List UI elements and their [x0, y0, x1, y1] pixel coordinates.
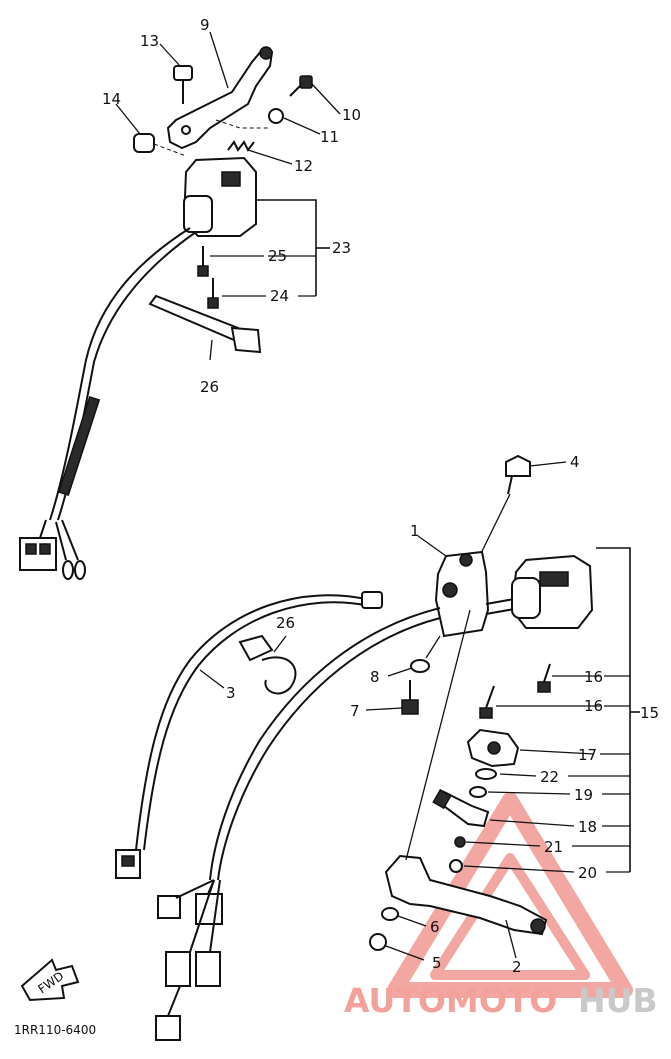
callout-7: 7 [350, 702, 360, 720]
part-2-clutch-lever [384, 609, 548, 936]
part-4-bolt [505, 454, 531, 495]
callout-3: 3 [226, 684, 236, 702]
part-16-screw-b [479, 685, 495, 719]
part-11-collar [268, 108, 284, 124]
leader-lines [115, 31, 640, 961]
callout-15: 15 [640, 704, 659, 722]
callout-19: 19 [574, 786, 593, 804]
part-22-washer [475, 768, 497, 780]
callout-16-a: 16 [584, 668, 603, 686]
part-23-switch-housing [182, 156, 257, 237]
callout-16-b: 16 [584, 697, 603, 715]
upper-connector [19, 519, 86, 580]
callout-26-lower: 26 [276, 614, 295, 632]
part-8-washer [410, 659, 430, 673]
callout-25: 25 [268, 247, 287, 265]
part-7-bolt [401, 680, 419, 715]
callout-13: 13 [140, 32, 159, 50]
part-17-switch-body [466, 728, 520, 768]
callout-6: 6 [430, 918, 440, 936]
part-20-nut [449, 859, 463, 873]
lower-wire-harness [209, 607, 441, 881]
callout-9: 9 [200, 16, 210, 34]
part-25-screw [197, 246, 209, 277]
callout-17: 17 [578, 746, 597, 764]
part-24-screw [207, 278, 219, 309]
part-1-lever-holder [434, 550, 490, 638]
callout-22: 22 [540, 768, 559, 786]
upper-wire-harness [49, 227, 191, 521]
part-13-pivot-bolt [173, 65, 193, 104]
callout-24: 24 [270, 287, 289, 305]
callout-14: 14 [102, 90, 121, 108]
lower-harness-connectors [155, 879, 223, 1041]
part-10-screw [289, 75, 313, 97]
part-14-nut [133, 133, 155, 153]
callout-5-upper: 5 [432, 954, 442, 972]
part-18-switch-lead [432, 788, 490, 828]
part-15-switch-housing [510, 554, 594, 629]
part-26-cable-clip-lower [238, 634, 297, 695]
diagram-code: 1RR110-6400 [14, 1023, 96, 1037]
callout-1: 1 [410, 522, 420, 540]
lower-left-connector [115, 849, 141, 879]
part-3-cable-end [361, 591, 383, 609]
callout-12: 12 [294, 157, 313, 175]
forward-arrow [20, 958, 80, 1002]
part-6-pivot-pin [381, 907, 399, 921]
callout-4: 4 [570, 453, 580, 471]
callout-2: 2 [512, 958, 522, 976]
callout-20: 20 [578, 864, 597, 882]
watermark-text-red: AUTOMOTO [344, 981, 557, 1020]
part-26-cable-tie-upper [148, 294, 262, 354]
upper-lever-assembly [19, 46, 313, 580]
callout-23: 23 [332, 239, 351, 257]
callout-18: 18 [578, 818, 597, 836]
part-16-screw-a [537, 663, 551, 693]
callout-8: 8 [370, 668, 380, 686]
callout-11: 11 [320, 128, 339, 146]
part-9-lever [166, 48, 274, 150]
watermark-text-gray: HUB [578, 981, 658, 1020]
watermark-wordmark: AUTOMOTO HUB [344, 981, 658, 1020]
callout-21: 21 [544, 838, 563, 856]
part-19-washer [469, 786, 487, 798]
callout-26-upper: 26 [200, 378, 219, 396]
part-12-spring [227, 140, 255, 152]
callout-labels: 9 13 14 10 11 12 23 25 24 26 4 1 26 3 8 … [14, 16, 659, 1037]
lower-assembly [20, 454, 594, 1041]
callout-10: 10 [342, 106, 361, 124]
part-5-nut [369, 933, 387, 951]
part-3-clutch-cable [135, 594, 371, 851]
part-21-pin [454, 836, 466, 848]
